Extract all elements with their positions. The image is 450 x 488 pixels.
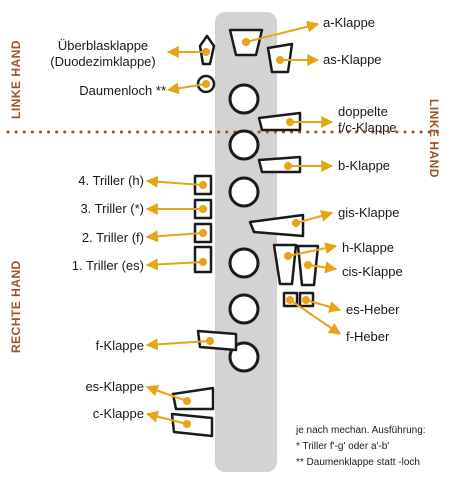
label-f-heber: f-Heber [346, 329, 390, 344]
label-es-heber: es-Heber [346, 302, 400, 317]
label-ueberblasklappe-line1: Überblasklappe [57, 38, 149, 53]
c-key-shape [170, 412, 214, 438]
es-key-shape [171, 386, 215, 411]
footnote-line3: ** Daumenklappe statt -loch [296, 457, 420, 468]
tone-hole-3 [228, 176, 260, 208]
footnote-line1: je nach mechan. Ausführung: [296, 425, 426, 436]
label-cis-klappe: cis-Klappe [342, 264, 403, 279]
label-gis-klappe: gis-Klappe [338, 205, 400, 220]
label-doppelte: doppelte f/c-Klappe [338, 104, 397, 136]
label-triller-1: 1. Triller (es) [71, 258, 144, 273]
label-triller-4: 4. Triller (h) [78, 173, 144, 188]
label-ueberblasklappe-line2: (Duodezimklappe) [50, 54, 156, 69]
label-as-klappe: as-Klappe [323, 52, 382, 67]
hand-label-right-upper: LINKE HAND [427, 99, 441, 178]
label-ueberblasklappe: Überblasklappe (Duodezimklappe) [38, 38, 168, 70]
tone-hole-2 [228, 129, 260, 161]
h-key-shape [272, 243, 298, 286]
label-b-klappe: b-Klappe [338, 158, 391, 173]
key-dots [183, 38, 312, 428]
tone-hole-1 [228, 83, 260, 115]
label-es-klappe: es-Klappe [85, 379, 144, 394]
label-doppelte-line2: f/c-Klappe [338, 120, 397, 135]
label-h-klappe: h-Klappe [342, 240, 395, 255]
label-triller-3: 3. Triller (*) [80, 201, 144, 216]
label-a-klappe: a-Klappe [323, 15, 376, 30]
label-f-klappe: f-Klappe [95, 338, 144, 353]
label-doppelte-line1: doppelte [338, 104, 388, 119]
gis-key-shape [248, 213, 305, 238]
label-c-klappe: c-Klappe [92, 406, 144, 421]
instrument-body [215, 12, 277, 472]
tone-hole-5 [228, 293, 260, 325]
footnote-line2: * Triller f'-g' oder a'-b' [296, 441, 390, 452]
label-triller-2: 2. Triller (f) [81, 230, 144, 245]
b-key-shape [257, 155, 302, 174]
label-daumenloch: Daumenloch ** [79, 83, 166, 98]
leader-lines [145, 20, 342, 425]
tone-hole-4 [228, 247, 260, 279]
